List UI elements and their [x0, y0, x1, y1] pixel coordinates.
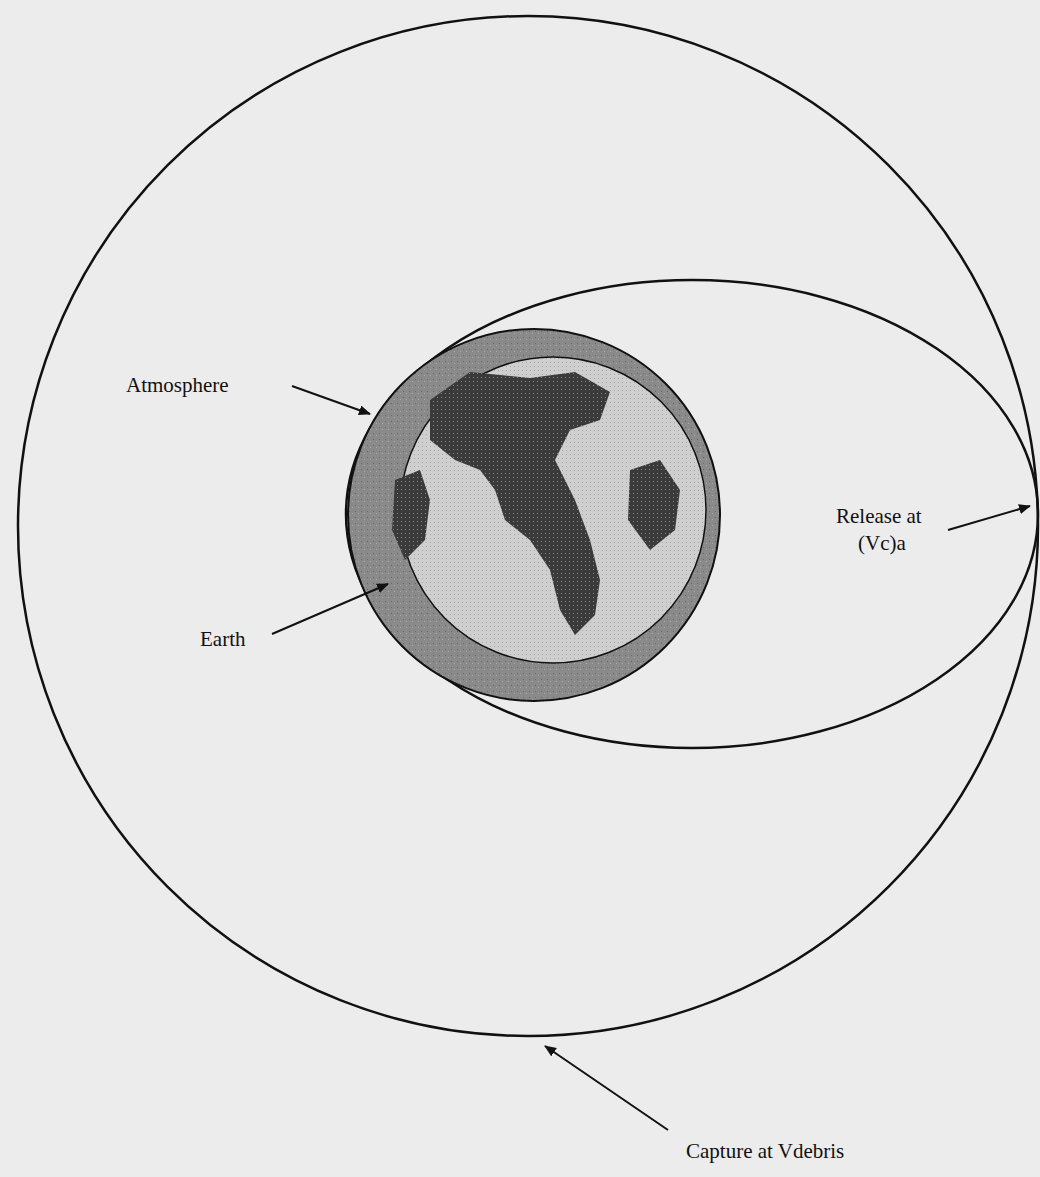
leader-arrow [948, 506, 1030, 530]
leader-arrow [292, 386, 370, 414]
diagram-label: (Vc)a [858, 532, 906, 555]
leader-arrow [272, 584, 388, 634]
debris-orbit [18, 16, 1038, 1036]
leader-arrow [545, 1046, 668, 1130]
transfer-orbit [346, 280, 1038, 748]
continents [392, 372, 680, 635]
diagram-label: Atmosphere [126, 374, 229, 397]
diagram-label: Capture at Vdebris [686, 1140, 844, 1163]
diagram-label: Earth [200, 628, 245, 651]
atmosphere-ring [348, 329, 720, 701]
earth-disc [400, 357, 706, 663]
diagram-label: Release at [836, 505, 922, 528]
